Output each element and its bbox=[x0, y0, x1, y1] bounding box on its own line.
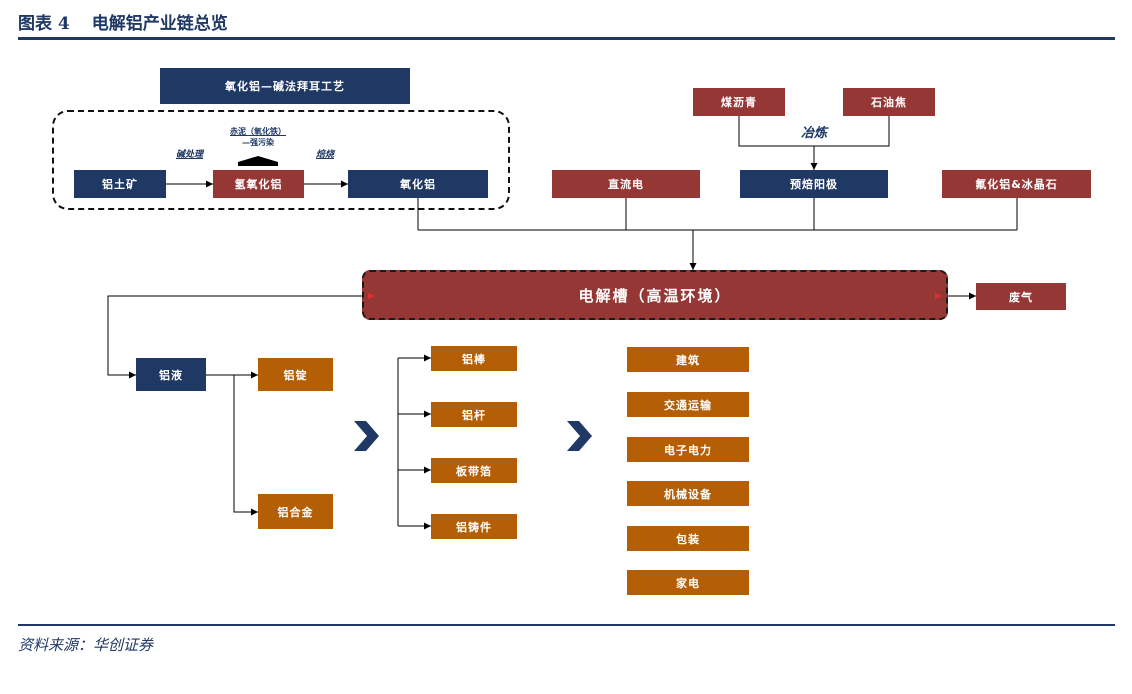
footer-rule bbox=[18, 624, 1115, 626]
byproduct-line1: 赤泥（氧化铁） bbox=[230, 127, 286, 136]
alumina-box: 氧化铝 bbox=[348, 170, 488, 198]
source-note: 资料来源：华创证券 bbox=[18, 636, 154, 654]
application-item: 家电 bbox=[627, 570, 749, 595]
dc-power-box: 直流电 bbox=[552, 170, 700, 198]
aluminum-alloy-box: 铝合金 bbox=[258, 494, 333, 529]
flow-marker-right bbox=[935, 293, 942, 299]
processed-item: 铝杆 bbox=[431, 402, 517, 427]
connector-molten-alloy bbox=[233, 375, 258, 516]
byproduct-note: 赤泥（氧化铁） —强污染 bbox=[198, 126, 318, 148]
exhaust-gas-box: 废气 bbox=[976, 283, 1066, 310]
arrow-up-icon bbox=[238, 156, 278, 166]
processed-item: 板带箔 bbox=[431, 458, 517, 483]
step-label-roast: 焙烧 bbox=[316, 150, 335, 160]
flow-marker-left bbox=[368, 293, 375, 299]
step-label-alkali: 碱处理 bbox=[176, 150, 204, 160]
prebaked-anode-box: 预焙阳极 bbox=[740, 170, 888, 198]
step-label-smelt: 冶炼 bbox=[801, 126, 828, 141]
application-item: 机械设备 bbox=[627, 481, 749, 506]
processed-item: 铝棒 bbox=[431, 346, 517, 371]
figure-title: 图表 4 电解铝产业链总览 bbox=[18, 9, 228, 34]
application-item: 电子电力 bbox=[627, 437, 749, 462]
application-item: 建筑 bbox=[627, 347, 749, 372]
coal-pitch-box: 煤沥青 bbox=[693, 88, 785, 116]
aluminum-ingot-box: 铝锭 bbox=[258, 358, 333, 391]
application-item: 交通运输 bbox=[627, 392, 749, 417]
aluminum-hydroxide-box: 氢氧化铝 bbox=[213, 170, 304, 198]
processed-item: 铝铸件 bbox=[431, 514, 517, 539]
molten-aluminum-box: 铝液 bbox=[136, 358, 206, 391]
alumina-process-group bbox=[52, 110, 510, 210]
header-rule bbox=[18, 37, 1115, 40]
byproduct-line2: —强污染 bbox=[242, 138, 274, 147]
electrolytic-cell-box: 电解槽（高温环境） bbox=[362, 270, 948, 320]
fluoride-cryolite-box: 氟化铝&冰晶石 bbox=[942, 170, 1091, 198]
figure-label: 图表 4 bbox=[18, 14, 70, 34]
bayer-process-title: 氧化铝—碱法拜耳工艺 bbox=[160, 68, 410, 104]
bauxite-box: 铝土矿 bbox=[74, 170, 166, 198]
connector-cell-molten bbox=[107, 295, 362, 379]
chevron-right-icon bbox=[354, 421, 379, 451]
figure-title-text: 电解铝产业链总览 bbox=[91, 14, 228, 34]
pet-coke-box: 石油焦 bbox=[843, 88, 935, 116]
chevron-right-icon bbox=[567, 421, 592, 451]
application-item: 包装 bbox=[627, 526, 749, 551]
